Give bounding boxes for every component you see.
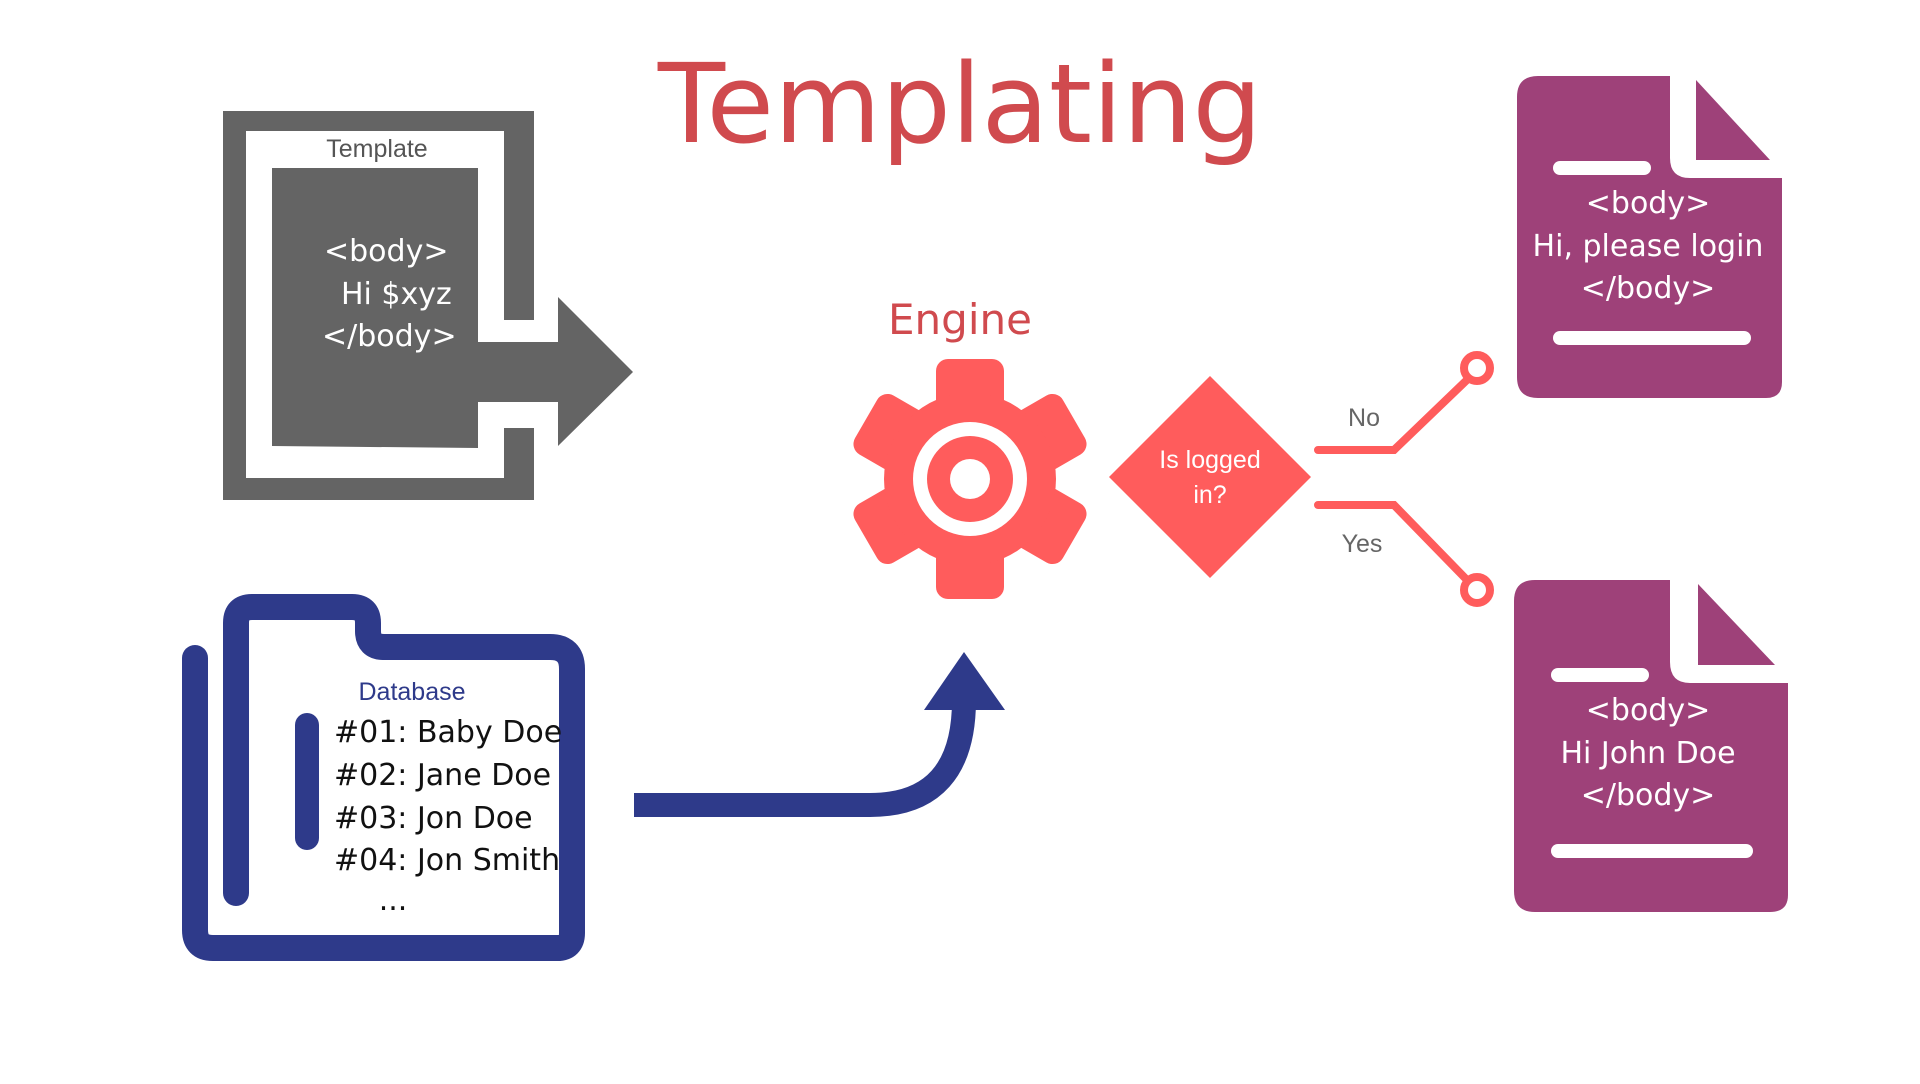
template-import-icon — [223, 111, 633, 500]
doc-not-logged-in-line-3: </body> — [1581, 271, 1716, 306]
diagram-title: Templating — [657, 40, 1262, 168]
template-label: Template — [326, 135, 427, 163]
doc-not-logged-in-line-2: Hi, please login — [1533, 229, 1764, 264]
decision-question-line-2: in? — [1193, 481, 1226, 509]
decision-diamond — [1109, 376, 1311, 578]
arrow-shaft — [634, 699, 976, 817]
document-icon — [1514, 580, 1788, 912]
document-icon — [1517, 76, 1782, 398]
doc-logged-in-fold — [1698, 584, 1775, 665]
template-code-line-1: <body> — [324, 234, 448, 269]
doc-logged-in-body — [1514, 580, 1788, 912]
branch-no-connector — [1314, 351, 1494, 454]
template-page — [272, 168, 633, 448]
template-code-line-2: Hi $xyz — [341, 277, 452, 312]
database-more: ... — [379, 883, 408, 918]
doc-not-logged-in-body — [1517, 76, 1782, 398]
database-to-engine-arrow — [634, 652, 1005, 817]
branch-yes-connector — [1314, 501, 1494, 607]
gear-icon — [853, 359, 1087, 599]
decision-question-line-1: Is logged — [1159, 446, 1260, 474]
doc-not-logged-in-fold — [1696, 80, 1770, 160]
doc-logged-in-line-1: <body> — [1586, 693, 1710, 728]
template-code-line-3: </body> — [322, 319, 457, 354]
branch-yes-label: Yes — [1342, 530, 1383, 558]
doc-logged-in-line-3: </body> — [1581, 778, 1716, 813]
database-label: Database — [358, 678, 465, 706]
database-record-3: #03: Jon Doe — [334, 801, 533, 836]
database-record-4: #04: Jon Smith — [334, 843, 560, 878]
folder-body — [182, 594, 585, 961]
engine-label: Engine — [888, 295, 1032, 344]
database-record-1: #01: Baby Doe — [334, 715, 562, 750]
doc-not-logged-in-line-1: <body> — [1586, 186, 1710, 221]
branch-no-label: No — [1348, 404, 1380, 432]
folder-icon — [182, 594, 585, 961]
database-record-2: #02: Jane Doe — [334, 758, 551, 793]
doc-logged-in-line-2: Hi John Doe — [1560, 736, 1735, 771]
arrow-head — [924, 652, 1005, 710]
